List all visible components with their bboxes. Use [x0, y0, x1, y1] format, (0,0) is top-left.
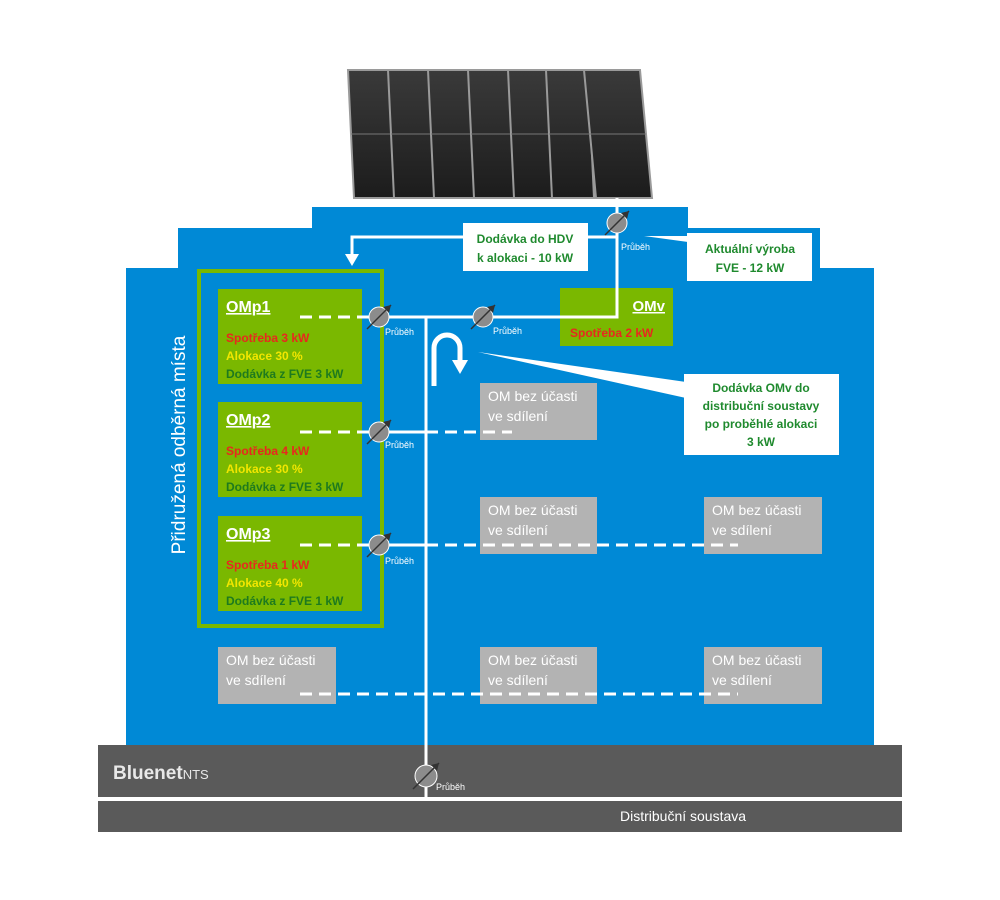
- svg-text:ve sdílení: ve sdílení: [488, 408, 548, 424]
- svg-text:3 kW: 3 kW: [747, 435, 776, 449]
- meter-label: Průběh: [385, 556, 414, 566]
- omp1-box: OMp1 Spotřeba 3 kW Alokace 30 % Dodávka …: [218, 289, 362, 384]
- svg-text:OMp2: OMp2: [226, 412, 271, 429]
- svg-text:po proběhlé alokaci: po proběhlé alokaci: [705, 417, 818, 431]
- svg-text:OMv: OMv: [632, 298, 665, 315]
- om-non-participating: OM bez účasti ve sdílení: [704, 497, 822, 554]
- callout-actual-production: Aktuální výroba FVE - 12 kW: [644, 233, 812, 281]
- svg-text:ve sdílení: ve sdílení: [712, 672, 772, 688]
- solar-panel: [544, 69, 596, 199]
- distribution-grid-bar: [98, 745, 902, 797]
- svg-text:Dodávka z FVE 1 kW: Dodávka z FVE 1 kW: [226, 594, 344, 608]
- om-non-participating: OM bez účasti ve sdílení: [218, 647, 336, 704]
- meter-label: Průběh: [385, 327, 414, 337]
- svg-text:distribuční soustavy: distribuční soustavy: [703, 399, 820, 413]
- svg-text:Dodávka z FVE 3 kW: Dodávka z FVE 3 kW: [226, 367, 344, 381]
- svg-text:ve sdílení: ve sdílení: [488, 522, 548, 538]
- svg-text:Dodávka do HDV: Dodávka do HDV: [477, 232, 574, 246]
- solar-panel: [582, 69, 654, 199]
- svg-text:ve sdílení: ve sdílení: [488, 672, 548, 688]
- u-turn-arrow-icon: [431, 332, 468, 386]
- svg-text:Alokace 30 %: Alokace 30 %: [226, 462, 303, 476]
- distribution-system-bar: [98, 801, 902, 832]
- svg-text:Dodávka z FVE 3 kW: Dodávka z FVE 3 kW: [226, 480, 344, 494]
- meter-icon: Průběh: [366, 304, 414, 337]
- meter-icon: Průběh: [470, 304, 522, 336]
- omp2-box: OMp2 Spotřeba 4 kW Alokace 30 % Dodávka …: [218, 402, 362, 497]
- bluenet-brand: BluenetNTS: [113, 763, 209, 784]
- svg-text:OMp1: OMp1: [226, 299, 271, 316]
- arrow-down-icon: [345, 254, 359, 266]
- meter-label: Průběh: [436, 782, 465, 792]
- svg-text:Spotřeba 3 kW: Spotřeba 3 kW: [226, 331, 310, 345]
- solar-panel-array: [346, 69, 654, 199]
- dashed-lines: [300, 315, 738, 696]
- meter-label: Průběh: [385, 440, 414, 450]
- svg-text:FVE - 12 kW: FVE - 12 kW: [716, 261, 785, 275]
- associated-points-label: Přidružená odběrná místa: [169, 335, 190, 554]
- svg-text:OM bez účasti: OM bez účasti: [712, 652, 801, 668]
- svg-text:Spotřeba 2 kW: Spotřeba 2 kW: [570, 326, 654, 340]
- callout-delivery-hdv: Dodávka do HDV k alokaci - 10 kW: [463, 223, 588, 271]
- callout-omv-to-grid: Dodávka OMv do distribuční soustavy po p…: [478, 352, 839, 455]
- meter-label: Průběh: [621, 242, 650, 252]
- distribution-system-label: Distribuční soustava: [620, 808, 746, 824]
- svg-text:Spotřeba 4 kW: Spotřeba 4 kW: [226, 444, 310, 458]
- svg-text:Dodávka OMv do: Dodávka OMv do: [712, 381, 809, 395]
- meter-icon: Průběh: [412, 762, 465, 792]
- svg-text:OM bez účasti: OM bez účasti: [488, 388, 577, 404]
- meter-icon: Průběh: [366, 532, 414, 566]
- om-non-participating: OM bez účasti ve sdílení: [480, 497, 597, 554]
- svg-text:Alokace 30 %: Alokace 30 %: [226, 349, 303, 363]
- svg-text:ve sdílení: ve sdílení: [226, 672, 286, 688]
- svg-text:k alokaci - 10 kW: k alokaci - 10 kW: [477, 251, 574, 265]
- svg-text:Spotřeba 1 kW: Spotřeba 1 kW: [226, 558, 310, 572]
- svg-text:Aktuální výroba: Aktuální výroba: [705, 242, 795, 256]
- svg-text:OM bez účasti: OM bez účasti: [488, 502, 577, 518]
- associated-points-frame: [197, 269, 384, 628]
- svg-text:OM bez účasti: OM bez účasti: [226, 652, 315, 668]
- svg-text:OMp3: OMp3: [226, 526, 271, 543]
- omp3-box: OMp3 Spotřeba 1 kW Alokace 40 % Dodávka …: [218, 516, 362, 611]
- meter-icon: Průběh: [604, 210, 650, 252]
- svg-text:ve sdílení: ve sdílení: [712, 522, 772, 538]
- meter-label: Průběh: [493, 326, 522, 336]
- svg-text:OM bez účasti: OM bez účasti: [488, 652, 577, 668]
- svg-text:Alokace 40 %: Alokace 40 %: [226, 576, 303, 590]
- meter-icon: Průběh: [366, 419, 414, 450]
- om-non-participating: OM bez účasti ve sdílení: [480, 383, 597, 440]
- svg-text:OM bez účasti: OM bez účasti: [712, 502, 801, 518]
